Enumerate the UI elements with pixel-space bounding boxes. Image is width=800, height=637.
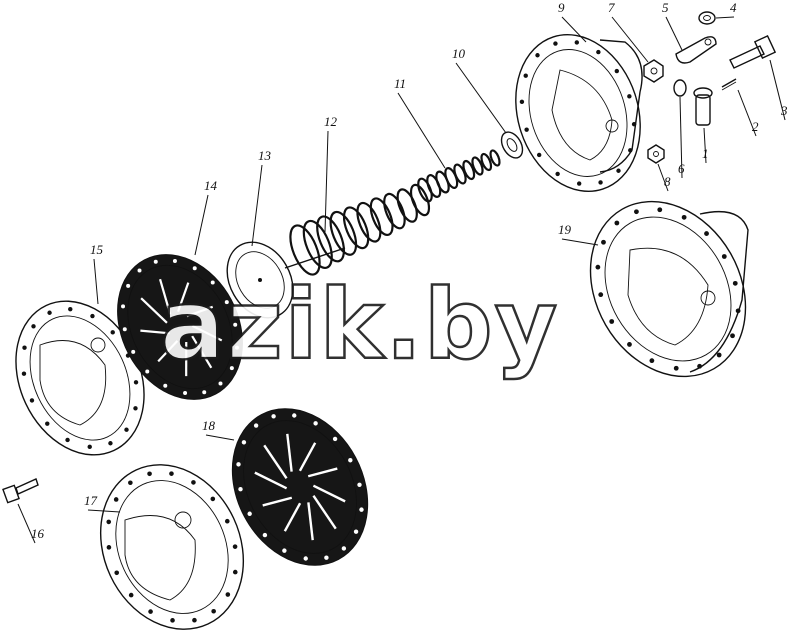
part-13-plate bbox=[226, 241, 294, 319]
part-label-3: 3 bbox=[780, 103, 788, 118]
part-1-pin bbox=[693, 87, 713, 126]
leader-line-19 bbox=[561, 238, 599, 246]
leader-line-4 bbox=[715, 16, 735, 19]
leader-line-12 bbox=[324, 130, 329, 233]
leader-line-13 bbox=[251, 164, 263, 247]
part-8-nut bbox=[647, 144, 665, 164]
part-label-15: 15 bbox=[90, 242, 104, 257]
part-label-19: 19 bbox=[558, 222, 572, 237]
part-19-lower-cover bbox=[589, 200, 749, 378]
part-label-9: 9 bbox=[558, 0, 565, 15]
part-label-12: 12 bbox=[324, 114, 338, 129]
leader-line-6 bbox=[679, 96, 683, 179]
part-label-8: 8 bbox=[664, 174, 671, 189]
part-label-11: 11 bbox=[394, 76, 406, 91]
leader-line-2 bbox=[737, 89, 757, 137]
part-9-upper-cover bbox=[515, 33, 643, 193]
part-11-spring bbox=[417, 149, 501, 203]
leader-line-1 bbox=[703, 127, 707, 164]
part-label-5: 5 bbox=[662, 0, 669, 15]
part-10-ring bbox=[500, 131, 524, 159]
part-label-18: 18 bbox=[202, 418, 216, 433]
part-label-16: 16 bbox=[31, 526, 45, 541]
part-3-bolt bbox=[729, 34, 777, 69]
leader-line-17 bbox=[87, 509, 121, 513]
part-5-lever bbox=[675, 36, 717, 64]
leader-line-3 bbox=[769, 59, 786, 121]
leader-line-16 bbox=[17, 503, 36, 544]
leader-line-15 bbox=[93, 258, 99, 305]
part-4-washer bbox=[698, 11, 716, 25]
part-label-17: 17 bbox=[84, 493, 98, 508]
part-label-6: 6 bbox=[678, 161, 685, 176]
part-label-4: 4 bbox=[730, 0, 737, 15]
part-7-nut bbox=[643, 59, 664, 83]
part-label-7: 7 bbox=[608, 0, 615, 15]
part-label-10: 10 bbox=[452, 46, 466, 61]
leader-line-10 bbox=[455, 62, 507, 134]
part-16-bolt bbox=[2, 478, 39, 504]
leader-line-9 bbox=[561, 16, 587, 43]
spring-rod bbox=[284, 247, 346, 269]
part-2-cotter bbox=[721, 78, 737, 91]
part-18-diaphragm bbox=[231, 408, 369, 566]
leader-line-11 bbox=[397, 92, 446, 169]
part-14-diaphragm bbox=[117, 254, 243, 400]
part-17-cover bbox=[99, 464, 245, 630]
part-label-13: 13 bbox=[258, 148, 272, 163]
watermark: azik.by bbox=[160, 269, 559, 381]
part-label-1: 1 bbox=[702, 146, 709, 161]
part-label-2: 2 bbox=[752, 119, 759, 134]
part-label-14: 14 bbox=[204, 178, 218, 193]
leader-line-14 bbox=[194, 194, 209, 256]
part-6-bushing bbox=[673, 79, 687, 97]
leader-line-8 bbox=[657, 163, 669, 192]
leader-line-5 bbox=[665, 16, 683, 51]
part-12-spring bbox=[289, 183, 431, 276]
leader-line-18 bbox=[205, 434, 235, 441]
leader-line-7 bbox=[611, 16, 649, 63]
